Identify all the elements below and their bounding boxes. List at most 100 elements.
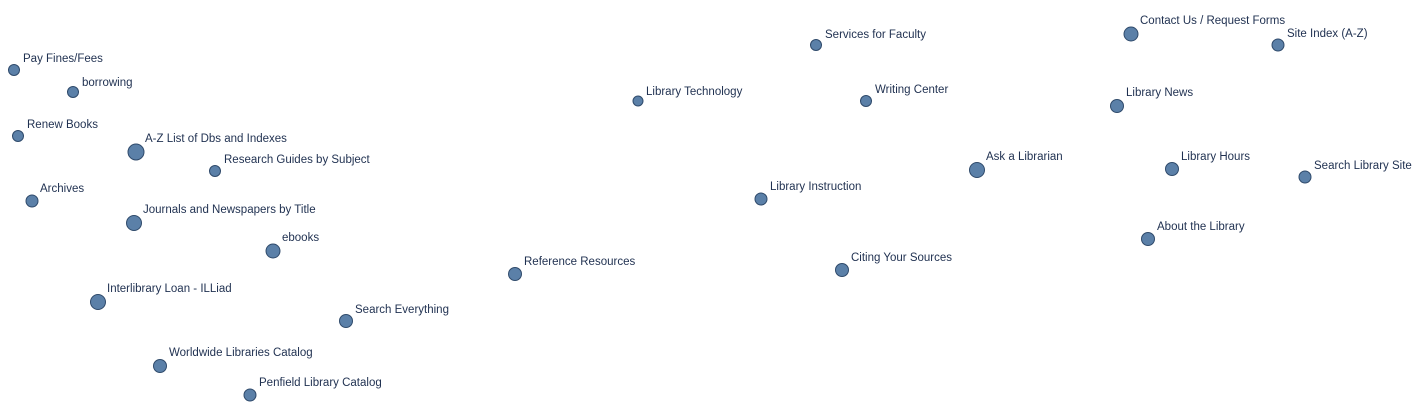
graph-node-ebooks[interactable]	[265, 243, 281, 259]
graph-edge	[1154, 180, 1299, 238]
graph-edge	[164, 257, 268, 362]
graph-node-search-library-site[interactable]	[1298, 170, 1312, 184]
graph-node-research-guides[interactable]	[209, 165, 221, 177]
graph-edge	[104, 305, 244, 392]
graph-edge	[1175, 50, 1273, 164]
graph-node-label-services-for-faculty: Services for Faculty	[825, 29, 926, 41]
graph-edge	[1117, 42, 1131, 100]
graph-node-library-hours[interactable]	[1165, 162, 1179, 176]
graph-edge	[1120, 110, 1167, 163]
graph-node-library-technology[interactable]	[632, 95, 644, 107]
graph-edge	[277, 255, 340, 316]
graph-edge	[131, 160, 138, 214]
graph-edge	[22, 96, 68, 133]
graph-edge	[841, 107, 867, 263]
graph-node-label-citing-your-sources: Citing Your Sources	[851, 252, 952, 264]
graph-node-label-ask-a-librarian: Ask a Librarian	[986, 151, 1063, 163]
graph-edge	[102, 230, 133, 295]
graph-edge	[143, 157, 268, 248]
graph-edge	[37, 156, 128, 200]
graph-edge	[167, 368, 244, 395]
graph-edge	[1139, 32, 1272, 46]
graph-node-label-journals-newspapers: Journals and Newspapers by Title	[143, 204, 316, 216]
graph-edge	[142, 156, 267, 247]
graph-node-worldwide-catalog[interactable]	[153, 359, 167, 373]
graph-node-site-index[interactable]	[1271, 38, 1285, 52]
graph-node-label-about-the-library: About the Library	[1157, 221, 1245, 233]
graph-node-library-news[interactable]	[1110, 99, 1124, 113]
graph-node-reference-resources[interactable]	[508, 267, 522, 281]
graph-node-label-search-everything: Search Everything	[355, 304, 449, 316]
edge-layer	[12, 32, 1306, 395]
graph-node-ask-a-librarian[interactable]	[969, 162, 985, 178]
graph-edge	[142, 223, 266, 251]
graph-edge	[36, 207, 95, 296]
graph-edge	[841, 107, 867, 263]
graph-node-label-archives: Archives	[40, 183, 84, 195]
graph-node-label-pay-fines-fees: Pay Fines/Fees	[23, 53, 103, 65]
graph-edge	[1123, 107, 1298, 175]
graph-edge	[100, 231, 131, 296]
graph-edge	[985, 108, 1112, 167]
graph-node-library-instruction[interactable]	[754, 192, 768, 206]
graph-edge	[1117, 113, 1147, 232]
graph-edge	[766, 204, 838, 267]
graph-node-archives[interactable]	[25, 194, 39, 208]
graph-edge	[984, 109, 1111, 168]
graph-edge	[1117, 112, 1147, 231]
graph-edge	[985, 166, 1165, 173]
graph-edge	[1117, 41, 1131, 99]
graph-node-search-everything[interactable]	[339, 314, 353, 328]
graph-edge	[1137, 39, 1301, 174]
graph-edge	[142, 223, 266, 251]
graph-edge	[39, 201, 127, 223]
graph-node-label-contact-us: Contact Us / Request Forms	[1140, 15, 1285, 27]
node-layer	[8, 26, 1312, 402]
graph-edge	[870, 103, 970, 166]
graph-edge	[1132, 41, 1171, 162]
graph-node-label-library-news: Library News	[1126, 87, 1193, 99]
graph-node-services-for-faculty[interactable]	[810, 39, 822, 51]
graph-edge	[166, 367, 243, 394]
graph-node-borrowing[interactable]	[67, 86, 79, 98]
graph-node-penfield-catalog[interactable]	[243, 388, 257, 402]
graph-edge	[523, 269, 836, 278]
graph-edge	[522, 267, 835, 276]
graph-node-renew-books[interactable]	[12, 130, 24, 142]
graph-edge	[768, 170, 969, 201]
graph-edge	[142, 223, 508, 276]
graph-edge	[1150, 175, 1171, 232]
graph-edge	[352, 275, 507, 320]
graph-edge	[38, 154, 129, 198]
graph-edge	[12, 76, 20, 130]
graph-node-label-research-guides: Research Guides by Subject	[224, 154, 371, 166]
graph-edge	[1123, 47, 1271, 104]
graph-node-label-penfield-catalog: Penfield Library Catalog	[259, 377, 382, 389]
graph-node-interlibrary-loan[interactable]	[90, 294, 106, 310]
graph-edge	[166, 322, 338, 366]
graph-node-contact-us[interactable]	[1123, 26, 1139, 42]
graph-node-label-library-technology: Library Technology	[646, 86, 743, 98]
graph-edge	[104, 308, 156, 362]
graph-node-label-renew-books: Renew Books	[27, 119, 98, 131]
graph-edge	[643, 105, 757, 196]
graph-edge	[985, 173, 1142, 238]
graph-edge	[765, 105, 862, 195]
graph-edge	[1179, 167, 1298, 179]
graph-node-label-reference-resources: Reference Resources	[524, 256, 635, 268]
graph-node-label-writing-center: Writing Center	[875, 84, 948, 96]
graph-node-pay-fines-fees[interactable]	[8, 64, 20, 76]
graph-edge	[254, 326, 340, 393]
graph-node-a-z-list-of-dbs[interactable]	[127, 143, 145, 161]
graph-node-label-library-hours: Library Hours	[1181, 151, 1250, 163]
graph-edge	[521, 200, 754, 273]
graph-node-writing-center[interactable]	[860, 95, 872, 107]
graph-node-label-borrowing: borrowing	[82, 77, 133, 89]
graph-edge	[982, 39, 1125, 166]
graph-edge	[643, 46, 810, 100]
graph-node-about-the-library[interactable]	[1141, 232, 1155, 246]
graph-node-citing-your-sources[interactable]	[835, 263, 849, 277]
graph-node-journals-newspapers[interactable]	[126, 215, 142, 231]
